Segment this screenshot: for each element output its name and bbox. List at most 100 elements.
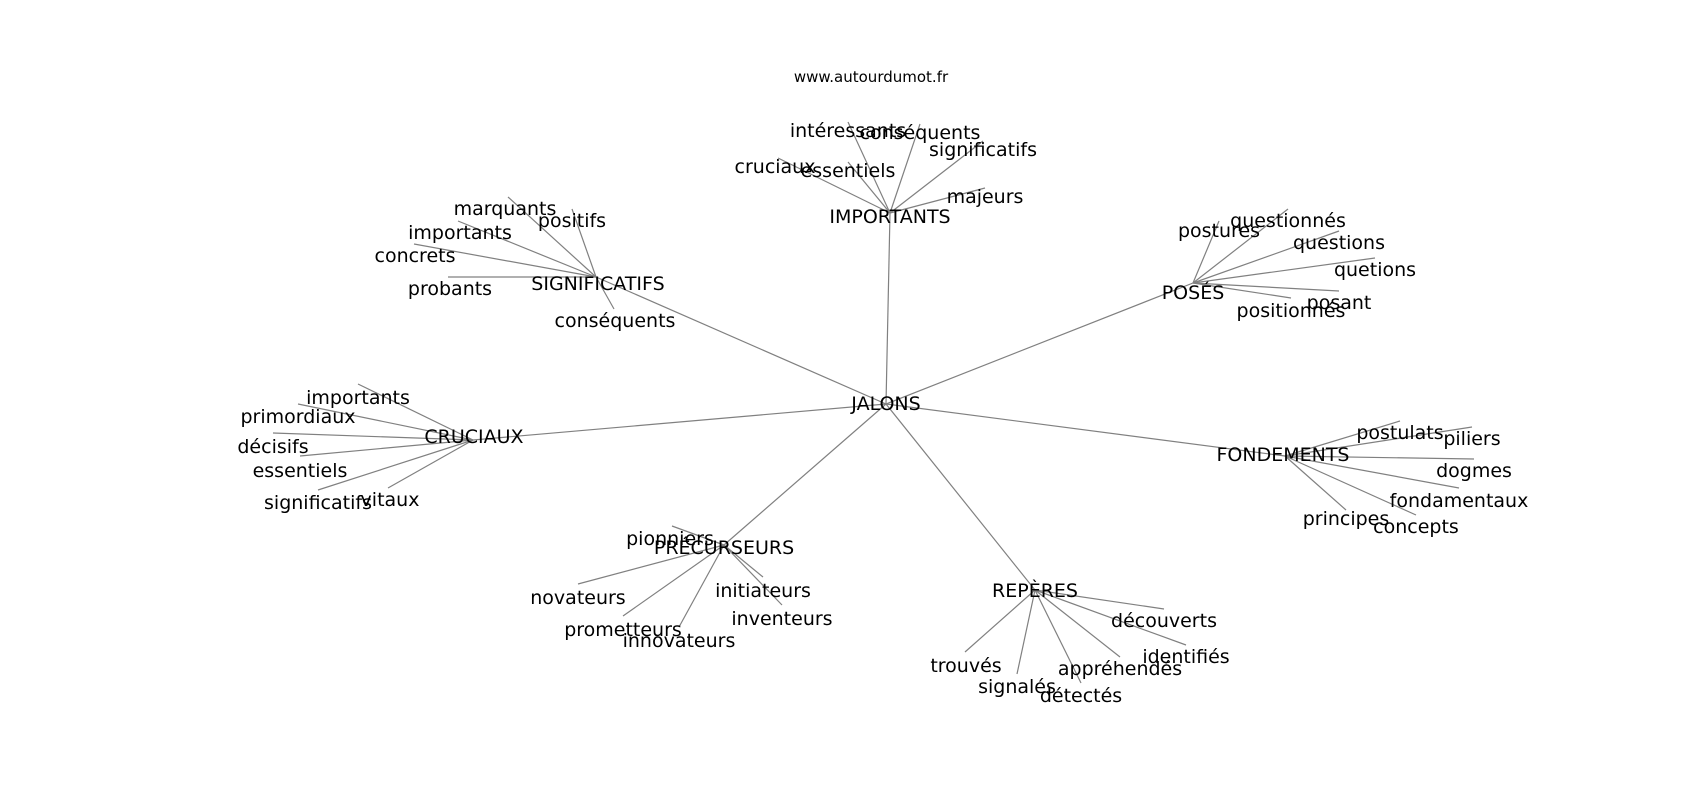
leaf-node-fondamentaux[interactable]: fondamentaux (1390, 490, 1529, 512)
leaf-node-prometteurs[interactable]: prometteurs (564, 619, 682, 641)
edge-importants-to-cruciaux (777, 157, 891, 214)
edge-significatifs-to-importants (457, 220, 597, 278)
edge-reperes-to-identifies (1034, 589, 1187, 646)
leaf-node-principes[interactable]: principes (1303, 508, 1390, 530)
edge-importants-to-interessants (847, 121, 891, 214)
cluster-node-significatifs[interactable]: SIGNIFICATIFS (531, 273, 664, 295)
cluster-node-cruciaux[interactable]: CRUCIAUX (424, 426, 523, 448)
leaf-node-initiateurs[interactable]: initiateurs (715, 580, 811, 602)
edges-layer (272, 121, 1475, 684)
edge-reperes-to-signales (1016, 589, 1036, 675)
leaf-node-questions[interactable]: questions (1293, 232, 1385, 254)
edge-fondements-to-concepts (1284, 455, 1417, 516)
leaf-node-interessants[interactable]: intéressants (790, 120, 906, 142)
edge-center-to-cruciaux (472, 403, 887, 441)
leaf-node-consequents[interactable]: conséquents (860, 122, 981, 144)
edge-reperes-to-decouverts (1034, 589, 1165, 610)
edge-cruciaux-to-decisifs (272, 432, 474, 441)
cluster-node-reperes[interactable]: REPÈRES (992, 579, 1078, 602)
edge-poses-to-quetions (1192, 257, 1376, 284)
source-watermark: www.autourdumot.fr (794, 68, 949, 86)
leaf-node-identifies[interactable]: identifiés (1142, 646, 1229, 668)
leaf-node-apprehendes[interactable]: appréhendés (1058, 658, 1182, 680)
edge-significatifs-to-concrets (413, 243, 597, 278)
leaf-node-essentiels[interactable]: essentiels (801, 160, 896, 182)
leaf-node-positifs[interactable]: positifs (538, 210, 606, 232)
edge-precurseurs-to-novateurs (577, 544, 725, 585)
edge-center-to-poses (885, 282, 1194, 405)
edge-poses-to-posant (1192, 282, 1340, 292)
leaf-node-importants[interactable]: importants (408, 222, 512, 244)
edge-fondements-to-principes (1284, 455, 1347, 511)
edge-significatifs-to-positifs (571, 208, 597, 278)
edge-reperes-to-detectes (1034, 589, 1082, 684)
edge-fondements-to-piliers (1284, 426, 1473, 457)
leaf-node-postulats[interactable]: postulats (1356, 422, 1443, 444)
leaf-node-marquants[interactable]: marquants (454, 198, 557, 220)
leaf-node-dogmes[interactable]: dogmes (1436, 460, 1512, 482)
leaf-node-significatifs[interactable]: significatifs (264, 492, 372, 514)
leaf-node-majeurs[interactable]: majeurs (947, 186, 1024, 208)
leaf-node-importants[interactable]: importants (306, 387, 410, 409)
edge-poses-to-questionnes (1192, 208, 1289, 284)
leaf-node-novateurs[interactable]: novateurs (530, 587, 625, 609)
leaf-node-pionniers[interactable]: pionniers (626, 528, 714, 550)
leaf-node-signales[interactable]: signalés (978, 676, 1056, 698)
cluster-node-precurseurs[interactable]: PRÉCURSEURS (654, 536, 794, 559)
edge-precurseurs-to-innovateurs (678, 544, 725, 628)
edge-precurseurs-to-prometteurs (622, 544, 725, 617)
edge-cruciaux-to-essentiels (299, 439, 474, 457)
leaf-node-essentiels[interactable]: essentiels (253, 460, 348, 482)
leaf-node-questionnes[interactable]: questionnés (1230, 210, 1346, 232)
leaf-node-significatifs[interactable]: significatifs (929, 139, 1037, 161)
leaf-node-decisifs[interactable]: décisifs (237, 436, 308, 458)
leaf-node-quetions[interactable]: quetions (1334, 259, 1416, 281)
cluster-node-fondements[interactable]: FONDEMENTS (1216, 444, 1349, 466)
edge-precurseurs-to-initiateurs (723, 544, 764, 578)
edge-poses-to-postures (1192, 220, 1220, 284)
edge-precurseurs-to-inventeurs (723, 544, 783, 606)
edge-importants-to-consequents (889, 123, 921, 214)
edge-poses-to-positionnes (1192, 282, 1292, 299)
edge-reperes-to-apprehendes (1034, 589, 1121, 658)
edge-fondements-to-postulats (1284, 420, 1401, 457)
leaf-node-decouverts[interactable]: découverts (1111, 610, 1217, 632)
leaf-node-posant[interactable]: posant (1307, 292, 1372, 314)
edge-cruciaux-to-significatifs (317, 439, 474, 491)
edge-importants-to-significatifs (889, 140, 984, 214)
leaf-node-postures[interactable]: postures (1178, 220, 1260, 242)
edge-cruciaux-to-primordiaux (297, 403, 474, 441)
leaf-node-trouves[interactable]: trouvés (930, 655, 1001, 677)
edge-center-to-precurseurs (723, 403, 887, 546)
leaf-node-detectes[interactable]: détectés (1040, 685, 1122, 707)
edge-importants-to-majeurs (889, 187, 986, 214)
leaf-node-positionnes[interactable]: positionnés (1237, 300, 1346, 322)
edge-fondements-to-dogmes (1284, 455, 1475, 460)
center-node-jalons[interactable]: JALONS (850, 393, 920, 415)
leaf-node-cruciaux[interactable]: cruciaux (735, 156, 816, 178)
edge-poses-to-questions (1192, 230, 1340, 284)
edge-significatifs-to-marquants (507, 196, 597, 278)
edge-center-to-fondements (885, 403, 1286, 457)
edge-significatifs-to-consequents (595, 276, 615, 310)
edge-precurseurs-to-pionniers (671, 525, 725, 546)
leaf-node-consequents[interactable]: conséquents (555, 310, 676, 332)
leaf-node-probants[interactable]: probants (408, 278, 492, 300)
cluster-node-importants[interactable]: IMPORTANTS (829, 206, 950, 228)
leaf-node-piliers[interactable]: piliers (1443, 428, 1500, 450)
leaf-node-innovateurs[interactable]: innovateurs (623, 630, 736, 652)
edge-fondements-to-fondamentaux (1284, 455, 1460, 489)
leaf-node-vitaux[interactable]: vitaux (361, 489, 420, 511)
edge-center-to-reperes (885, 403, 1036, 591)
edge-cruciaux-to-vitaux (387, 439, 474, 489)
edge-importants-to-essentiels (847, 161, 891, 214)
edge-center-to-significatifs (595, 276, 887, 405)
leaf-node-concrets[interactable]: concrets (375, 245, 456, 267)
leaf-node-primordiaux[interactable]: primordiaux (240, 406, 355, 428)
leaf-node-inventeurs[interactable]: inventeurs (731, 608, 832, 630)
labels-layer: www.autourdumot.fr JALONS IMPORTANTS inté… (237, 68, 1528, 707)
cluster-node-poses[interactable]: POSÉS (1162, 281, 1225, 304)
edge-cruciaux-to-importants (357, 383, 474, 441)
leaf-node-concepts[interactable]: concepts (1373, 516, 1459, 538)
